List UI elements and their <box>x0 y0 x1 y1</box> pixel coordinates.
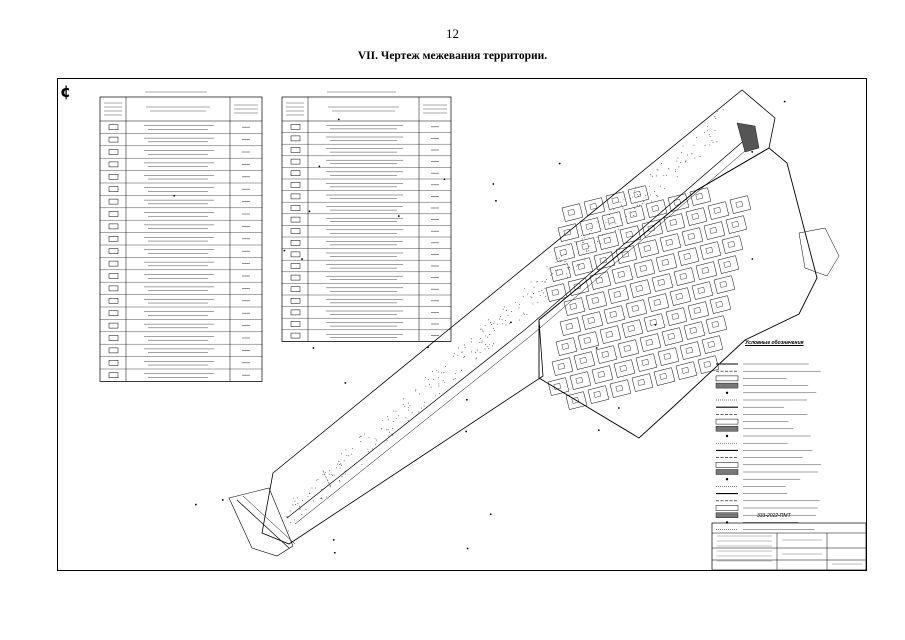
sheet-frame <box>57 78 867 571</box>
corner-symbol: ¢ <box>60 82 72 101</box>
table-right <box>281 91 452 342</box>
plan-drawing <box>173 89 840 557</box>
drawing-canvas <box>40 78 867 571</box>
page-title: VII. Чертеж межевания территории. <box>357 50 548 62</box>
title-block <box>711 522 867 571</box>
legend-title: Условные обозначения <box>745 340 804 346</box>
table-left <box>99 91 263 382</box>
page-number: 12 <box>446 26 459 41</box>
drawing-sheet: ¢ Условные обозначения 333-2022-ПМТ <box>40 78 867 571</box>
legend <box>715 363 822 530</box>
stamp-code: 333-2022-ПМТ <box>757 513 791 519</box>
